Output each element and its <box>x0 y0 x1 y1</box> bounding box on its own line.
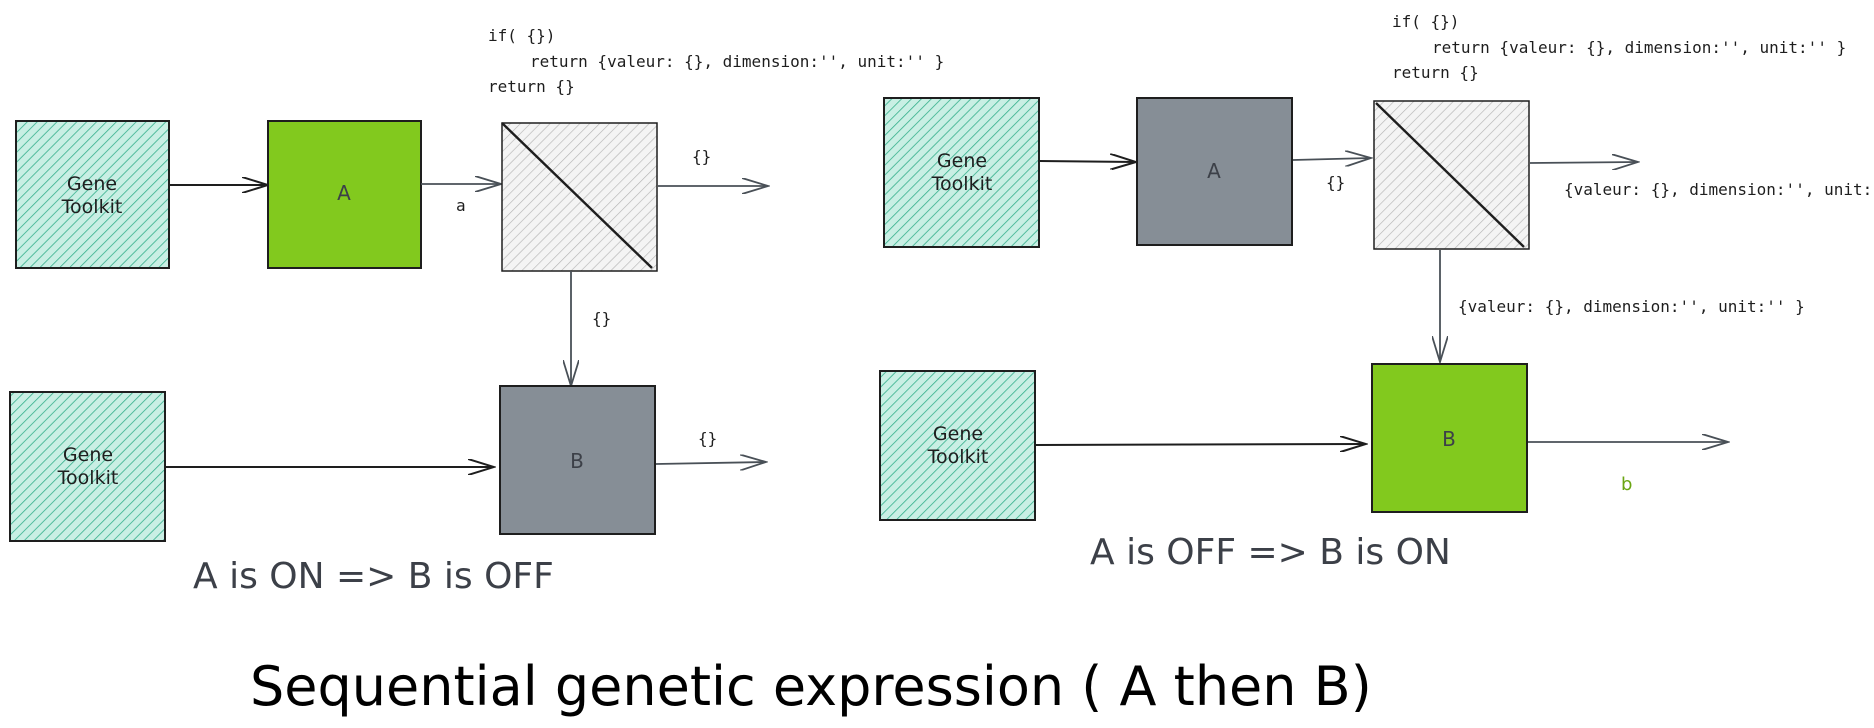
right-diagram: Gene Toolkit A {} if( {}) return {valeur… <box>879 12 1874 573</box>
condition-down-label: {valeur: {}, dimension:'', unit:'' } <box>1458 297 1805 316</box>
gene-b-label: B <box>1442 427 1456 451</box>
right-condition-box <box>1373 100 1530 250</box>
right-bottom-gene-toolkit: Gene Toolkit <box>879 370 1036 521</box>
arrow-toolkit-to-gene-a <box>1038 161 1136 162</box>
right-gene-a-box: A <box>1136 97 1293 246</box>
gene-b-label: B <box>570 449 584 473</box>
code-line-return-object: return {valeur: {}, dimension:'', unit:'… <box>1432 38 1846 57</box>
right-top-gene-toolkit: Gene Toolkit <box>883 97 1040 248</box>
right-gene-b-box: B <box>1371 363 1528 513</box>
diagram-title: Sequential genetic expression ( A then B… <box>250 655 1372 718</box>
condition-diagonal <box>501 122 653 269</box>
code-line-if: if( {}) <box>488 26 555 45</box>
toolkit-label-line1: Gene <box>67 173 117 195</box>
right-caption: A is OFF => B is ON <box>1090 532 1451 573</box>
left-gene-b-box: B <box>499 385 656 535</box>
gene-a-label: A <box>1207 159 1221 183</box>
output-label-a: a <box>456 196 466 215</box>
code-line-return-empty: return {} <box>488 77 575 96</box>
condition-output-label: {} <box>692 147 711 166</box>
right-code-block: if( {}) return {valeur: {}, dimension:''… <box>1392 12 1846 82</box>
gene-b-output-label: {} <box>698 429 717 448</box>
code-line-return-empty: return {} <box>1392 63 1479 82</box>
toolkit-label-line1: Gene <box>63 444 113 466</box>
gene-a-output-label: {} <box>1326 173 1345 192</box>
gene-a-label: A <box>337 181 351 205</box>
gene-b-output-label: b <box>1621 474 1632 495</box>
condition-output-label: {valeur: {}, dimension:'', unit:'' } <box>1564 180 1874 199</box>
toolkit-label-line2: Toolkit <box>931 173 993 195</box>
code-line-if: if( {}) <box>1392 12 1459 31</box>
arrow-gene-a-to-condition <box>1292 158 1371 160</box>
toolkit-label-line2: Toolkit <box>61 196 123 218</box>
arrow-condition-out <box>1529 162 1638 163</box>
arrow-toolkit-to-gene-b <box>1034 444 1366 445</box>
condition-down-label: {} <box>592 309 611 328</box>
toolkit-label-line2: Toolkit <box>57 467 119 489</box>
toolkit-label-line1: Gene <box>933 423 983 445</box>
left-bottom-gene-toolkit: Gene Toolkit <box>9 391 166 542</box>
left-top-gene-toolkit: Gene Toolkit <box>15 120 170 269</box>
code-line-return-object: return {valeur: {}, dimension:'', unit:'… <box>530 52 944 71</box>
left-condition-box <box>501 122 658 272</box>
condition-diagonal <box>1375 102 1525 248</box>
left-gene-a-box: A <box>267 120 422 269</box>
toolkit-label-line1: Gene <box>937 150 987 172</box>
left-code-block: if( {}) return {valeur: {}, dimension:''… <box>488 26 944 96</box>
left-diagram: Gene Toolkit A a if( {}) return {valeur:… <box>9 26 944 597</box>
arrow-gene-b-out <box>655 462 766 464</box>
toolkit-label-line2: Toolkit <box>927 446 989 468</box>
left-caption: A is ON => B is OFF <box>193 556 554 597</box>
